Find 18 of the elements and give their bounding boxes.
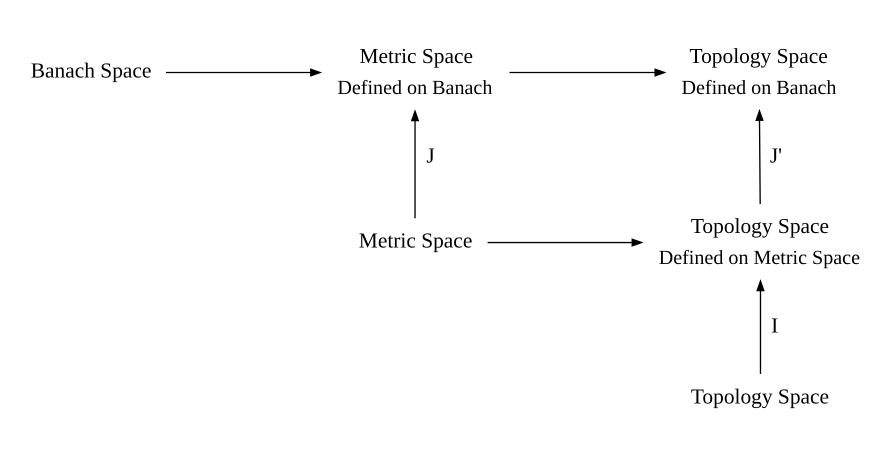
node-text: Topology Space bbox=[690, 213, 830, 238]
node-text: Metric Space bbox=[358, 228, 472, 252]
edge-label: I bbox=[771, 313, 778, 338]
arrow bbox=[755, 108, 764, 204]
arrow bbox=[166, 68, 322, 76]
arrow bbox=[756, 278, 765, 374]
arrow bbox=[488, 238, 644, 246]
arrow bbox=[410, 108, 420, 218]
arrow bbox=[509, 68, 667, 76]
edge-label: J' bbox=[770, 143, 782, 168]
edge-label: J bbox=[426, 143, 435, 168]
node-label: Defined on Metric Space bbox=[658, 246, 860, 268]
node-text: Metric Space bbox=[359, 43, 473, 68]
node-text: Topology Space bbox=[690, 384, 830, 408]
node-text: Banach Space bbox=[30, 58, 152, 82]
node-text: Topology Space bbox=[690, 43, 828, 68]
node-label: Defined on Banach bbox=[681, 76, 836, 98]
node-label: Defined on Banach bbox=[337, 76, 492, 98]
